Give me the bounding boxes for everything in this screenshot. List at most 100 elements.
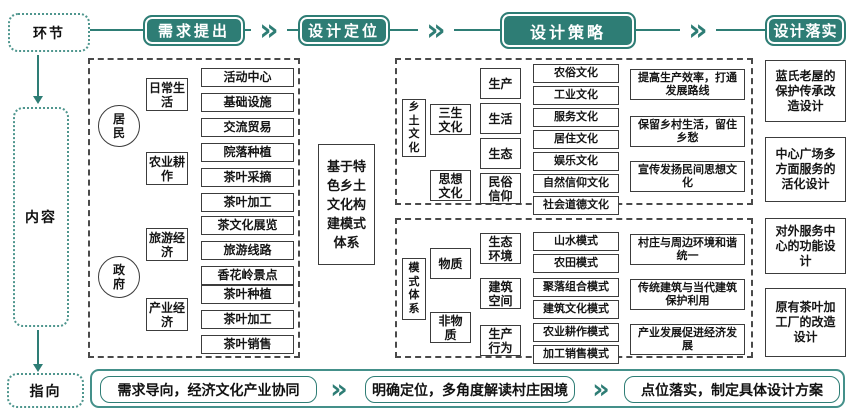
direction-text: 需求导向，经济文化产业协同 — [117, 381, 300, 398]
mid-text: 建筑空间 — [488, 279, 513, 308]
culture-item-text: 工业文化 — [554, 89, 598, 101]
impl-box-tea-factory: 原有茶叶加工厂的改造设计 — [765, 288, 846, 357]
content-label: 内容 — [13, 107, 69, 327]
culture-root-text: 乡土文化 — [408, 101, 420, 154]
cat-text: 三生文化 — [438, 105, 463, 134]
impl-box-central-plaza: 中心广场多方面服务的活化设计 — [765, 137, 846, 202]
culture-item-box: 社会道德文化 — [533, 196, 619, 215]
outcome-text: 传统建筑与当代建筑保护利用 — [638, 281, 737, 307]
item-box: 茶叶加工 — [201, 193, 294, 212]
mid-text: 生态环境 — [488, 234, 513, 263]
culture-mid-folk-belief: 民俗信仰 — [480, 173, 521, 204]
actor-circle-government: 政府 — [98, 256, 140, 298]
phase-label-text: 环节 — [33, 24, 65, 41]
impl-box-lanshi-house: 蓝氏老屋的保护传承改造设计 — [765, 60, 846, 122]
stage-positioning-text: 设计定位 — [307, 23, 380, 40]
item-box: 茶叶销售 — [201, 335, 294, 354]
impl-box-service-center: 对外服务中心的功能设计 — [765, 218, 846, 274]
stage-strategy-text: 设计策略 — [529, 24, 606, 42]
group-label-farming: 农业耕作 — [146, 152, 188, 185]
item-box: 活动中心 — [201, 68, 294, 87]
mode-outcome-box: 传统建筑与当代建筑保护利用 — [630, 279, 745, 310]
mode-item-box: 建筑文化模式 — [533, 300, 619, 319]
direction-text: 明确定位，多角度解读村庄困境 — [372, 381, 568, 398]
item-box: 院落种植 — [201, 143, 294, 162]
impl-text: 对外服务中心的功能设计 — [775, 223, 836, 268]
mid-text: 生态 — [488, 146, 513, 161]
mid-text: 民俗信仰 — [488, 174, 513, 203]
group-label-text: 旅游经济 — [148, 230, 185, 259]
item-stack-farming: 院落种植 茶叶采摘 茶叶加工 — [201, 143, 294, 212]
item-box: 基础设施 — [201, 93, 294, 112]
group-label-tourism-economy: 旅游经济 — [146, 228, 188, 261]
item-box: 交流贸易 — [201, 118, 294, 137]
mode-item-text: 农业耕作模式 — [543, 326, 609, 338]
mode-mid-building-space: 建筑空间 — [480, 278, 521, 309]
item-text: 基础设施 — [223, 95, 272, 109]
stage-implementation-text: 设计落实 — [773, 23, 838, 40]
actor-circle-residents: 居民 — [98, 105, 140, 147]
mode-item-text: 聚落组合模式 — [543, 281, 609, 293]
group-label-industry-economy: 产业经济 — [146, 298, 188, 331]
culture-panel: 乡土文化 三生文化 思想文化 生产 生活 生态 民俗信仰 农俗文化 工业文化 服… — [395, 58, 753, 215]
direction-container: 需求导向，经济文化产业协同 » 明确定位，多角度解读村庄困境 » 点位落实，制定… — [90, 369, 845, 408]
stage-demand: 需求提出 — [143, 15, 245, 46]
impl-text: 蓝氏老屋的保护传承改造设计 — [775, 68, 836, 113]
mode-item-text: 农田模式 — [554, 257, 598, 269]
mode-item-box: 聚落组合模式 — [533, 278, 619, 297]
mode-panel: 模式体系 物质 非物质 生态环境 建筑空间 生产行为 山水模式 农田模式 聚落组… — [395, 218, 753, 364]
group-label-text: 农业耕作 — [148, 154, 185, 183]
item-text: 院落种植 — [223, 145, 272, 159]
group-label-text: 产业经济 — [148, 300, 185, 329]
item-stack-daily-life: 活动中心 基础设施 交流贸易 — [201, 68, 294, 137]
content-label-text: 内容 — [25, 209, 57, 225]
chevron-icon: » — [680, 12, 716, 48]
item-text: 香花岭景点 — [217, 268, 278, 282]
item-box: 茶文化展览 — [201, 216, 294, 235]
group-label-text: 日常生活 — [148, 80, 185, 109]
item-box: 旅游线路 — [201, 241, 294, 260]
item-box: 香花岭景点 — [201, 266, 294, 285]
outcome-text: 提高生产效率，打通发展路线 — [638, 71, 737, 97]
culture-mid-production: 生产 — [480, 68, 521, 99]
mode-mid-production-behavior: 生产行为 — [480, 325, 521, 356]
mode-root-box: 模式体系 — [402, 258, 426, 320]
phase-label: 环节 — [8, 13, 90, 52]
culture-item-box: 自然信仰文化 — [533, 174, 619, 193]
culture-item-box: 服务文化 — [533, 108, 619, 127]
item-text: 茶叶加工 — [223, 195, 272, 209]
mode-root-text: 模式体系 — [408, 262, 420, 315]
culture-item-stack: 农俗文化 工业文化 服务文化 居住文化 娱乐文化 自然信仰文化 社会道德文化 — [533, 64, 619, 215]
impl-text: 中心广场多方面服务的活化设计 — [775, 147, 836, 191]
culture-item-text: 居住文化 — [554, 133, 598, 145]
outcome-text: 产业发展促进经济发展 — [638, 326, 737, 352]
culture-root-box: 乡土文化 — [402, 99, 426, 157]
culture-item-box: 农俗文化 — [533, 64, 619, 83]
mid-text: 生活 — [488, 111, 513, 126]
item-text: 茶叶采摘 — [223, 170, 272, 184]
chevron-glyph: » — [688, 12, 708, 48]
mode-item-box: 农业耕作模式 — [533, 323, 619, 342]
item-text: 活动中心 — [223, 70, 272, 84]
mode-item-box: 加工销售模式 — [533, 345, 619, 364]
item-text: 茶叶种植 — [223, 287, 272, 301]
culture-outcome-box: 提高生产效率，打通发展路线 — [630, 69, 745, 100]
arrow-down-icon — [33, 364, 43, 372]
stage-demand-text: 需求提出 — [157, 23, 230, 40]
mid-text: 生产 — [488, 76, 513, 91]
mode-pair-2: 聚落组合模式 建筑文化模式 — [533, 278, 619, 319]
culture-item-text: 社会道德文化 — [543, 199, 609, 211]
item-stack-tourism: 茶文化展览 旅游线路 香花岭景点 — [201, 216, 294, 285]
arrow-line — [37, 55, 39, 96]
chevron-glyph: » — [330, 373, 348, 405]
culture-outcome-box: 保留乡村生活，留住乡愁 — [630, 116, 745, 147]
direction-box-implementation: 点位落实，制定具体设计方案 — [624, 376, 840, 403]
chevron-glyph: » — [259, 12, 279, 48]
cat-text: 物质 — [438, 256, 463, 271]
mode-item-text: 建筑文化模式 — [543, 303, 609, 315]
direction-label: 指向 — [7, 373, 84, 408]
actor-government-text: 政府 — [112, 263, 125, 291]
culture-item-box: 工业文化 — [533, 86, 619, 105]
mode-cat-material: 物质 — [430, 248, 471, 279]
mode-pair-3: 农业耕作模式 加工销售模式 — [533, 323, 619, 364]
